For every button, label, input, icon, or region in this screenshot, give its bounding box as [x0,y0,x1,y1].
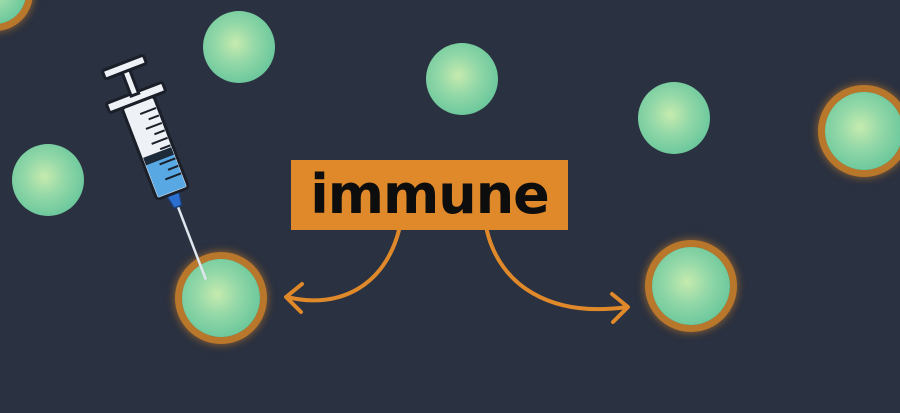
cell [12,144,84,216]
immune-cell [182,259,260,337]
cell [426,43,498,115]
curved-arrow-right-icon [485,229,630,324]
immune-cell [825,92,900,170]
cell [203,11,275,83]
syringe-icon [101,54,208,280]
immune-label: immune [310,163,550,226]
immune-label-box: immune [291,160,568,230]
cell [638,82,710,154]
immune-cell [652,247,730,325]
curved-arrow-left-icon [284,228,401,314]
